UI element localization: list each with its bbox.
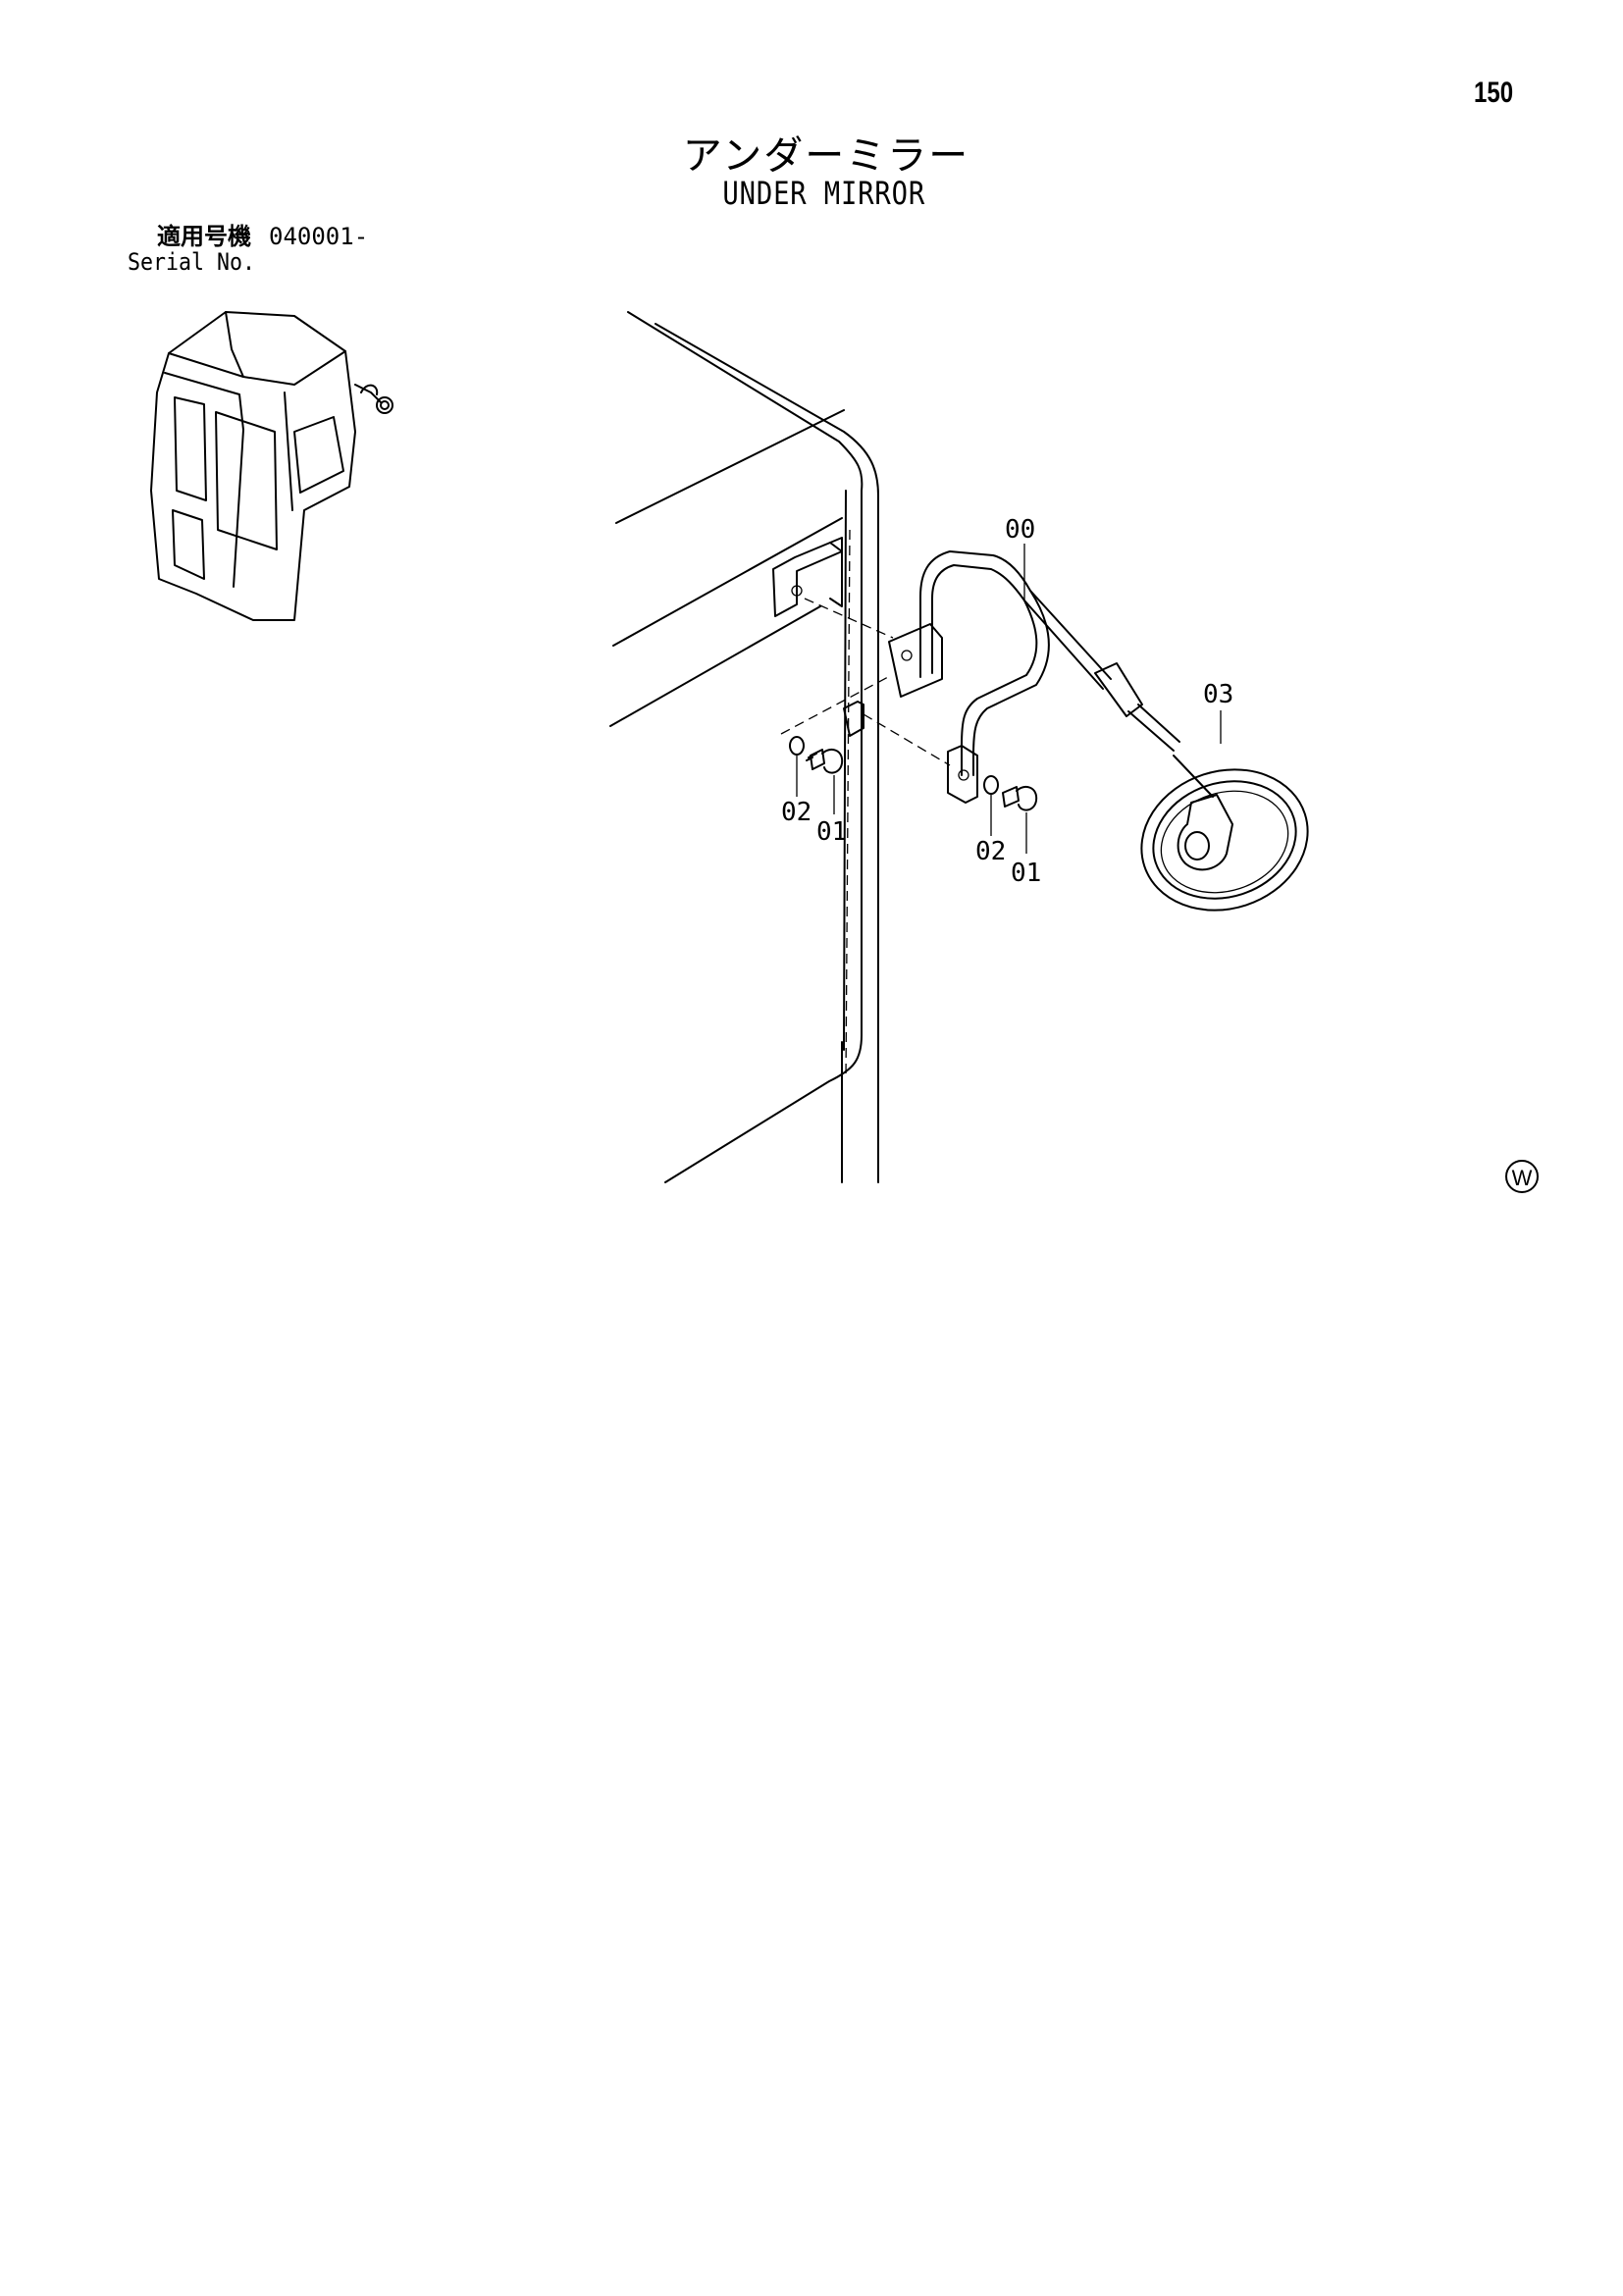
assembly-lines [780, 529, 951, 1080]
lower-bracket [843, 701, 864, 737]
bolt-washer-right [983, 775, 1038, 811]
page-number: 150 [1474, 77, 1514, 109]
callout-washer-a: 02 [781, 798, 812, 827]
callout-stay: 00 [1005, 515, 1035, 545]
serial-value: 040001- [269, 223, 369, 250]
under-mirror [1140, 755, 1309, 912]
upper-bracket [772, 537, 843, 617]
callout-bolt-a: 01 [816, 817, 847, 847]
serial-label-en: Serial No. [128, 248, 256, 276]
callout-bolt-b: 01 [1011, 859, 1041, 888]
callout-mirror: 03 [1203, 680, 1233, 709]
leader-lines [796, 544, 1222, 854]
bolt-washer-left [789, 736, 844, 774]
callout-washer-b: 02 [975, 837, 1006, 866]
diagram-title-en: UNDER MIRROR [722, 175, 926, 212]
cab-body-outline [609, 311, 879, 1183]
cab-locator-thumbnail [150, 311, 393, 621]
serial-label-jp: 適用号機 [157, 223, 251, 250]
mirror-stay [888, 550, 1180, 804]
corner-w-mark: W [1505, 1160, 1539, 1193]
serial-info: 適用号機 040001- Serial No. [128, 224, 368, 275]
diagram-title-jp: アンダーミラー [682, 133, 970, 179]
